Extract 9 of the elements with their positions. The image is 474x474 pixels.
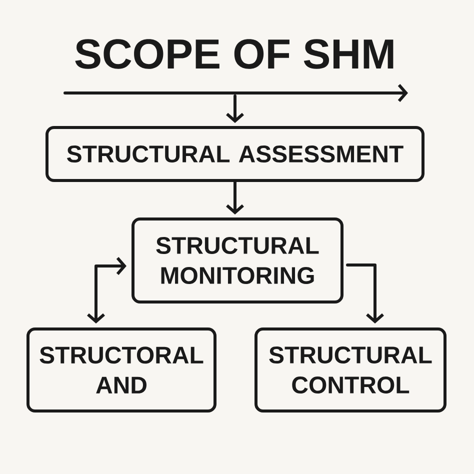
process-box: STRUCTURAL ASSESSMENT: [46, 126, 424, 182]
process-box: STRUCTURAL CONTROL: [254, 328, 446, 412]
arrow: [346, 264, 384, 324]
process-box: STRUCTURAL MONITORING: [132, 218, 344, 304]
process-box: STRUCTORAL AND: [26, 328, 216, 412]
arrow: [226, 180, 244, 214]
arrow: [87, 257, 126, 324]
title: SCOPE OF SHM: [75, 39, 394, 69]
arrow: [226, 94, 244, 123]
